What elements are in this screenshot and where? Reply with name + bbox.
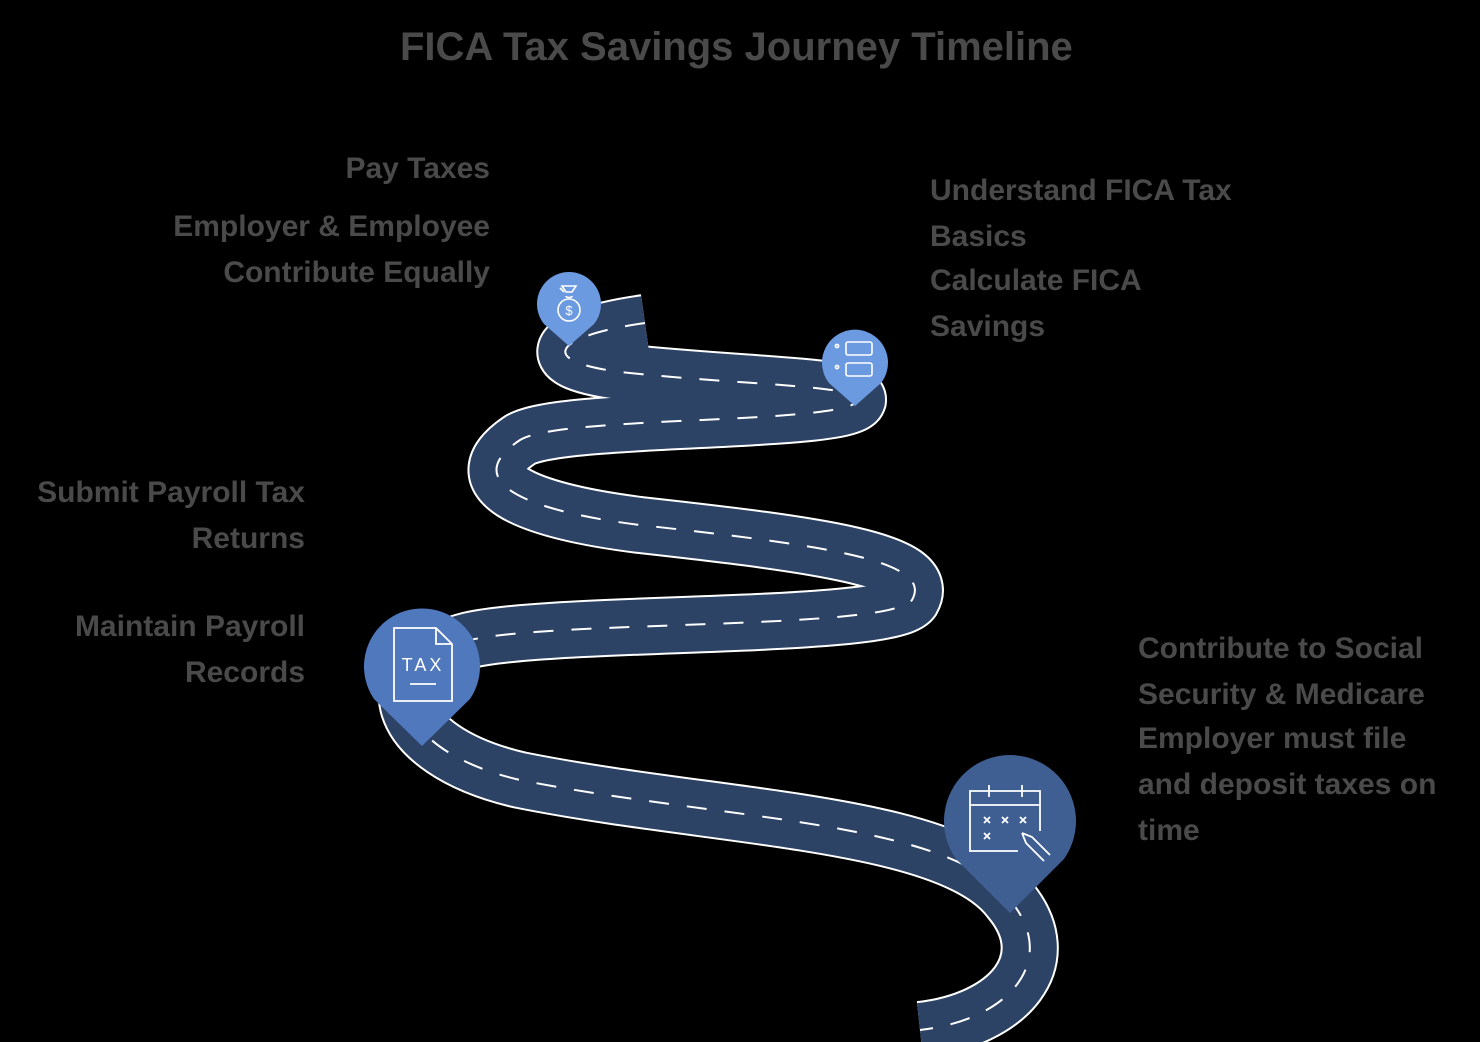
milestone-2-heading-line1: Understand FICA Tax xyxy=(930,174,1232,207)
milestone-5-description-line2: and deposit taxes on xyxy=(1138,768,1437,801)
milestone-5-description: Employer must file and deposit taxes on … xyxy=(1138,716,1458,854)
milestone-5-description-line3: time xyxy=(1138,814,1200,847)
money-symbol: $ xyxy=(565,303,573,318)
road-asphalt xyxy=(379,296,1057,1042)
tax-document-icon xyxy=(393,627,453,702)
milestone-1-description: Employer & Employee Contribute Equally xyxy=(160,204,490,296)
milestone-3-heading-line1: Submit Payroll Tax xyxy=(37,476,305,509)
milestone-5-heading-line1: Contribute to Social xyxy=(1138,632,1423,665)
milestone-5-heading: Contribute to Social Security & Medicare xyxy=(1138,626,1458,718)
milestone-4-heading-line2: Records xyxy=(184,656,305,689)
milestone-2-heading-line2: Basics xyxy=(930,220,1027,253)
server-stack-icon xyxy=(834,341,873,377)
milestone-2-description: Calculate FICA Savings xyxy=(930,258,1230,350)
money-bag-icon xyxy=(557,285,581,322)
milestone-1-description-line2: Contribute Equally xyxy=(223,256,490,289)
pin-server-stack[interactable] xyxy=(820,328,890,408)
milestone-1-description-line1: Employer & Employee xyxy=(173,210,490,243)
milestone-3-heading: Submit Payroll Tax Returns xyxy=(20,470,305,562)
pin-calendar[interactable] xyxy=(940,745,1080,915)
tax-label: TAX xyxy=(402,655,445,675)
pin-money-bag[interactable]: $ xyxy=(534,272,604,348)
milestone-2-description-line1: Calculate FICA xyxy=(930,264,1142,297)
milestone-5-heading-line2: Security & Medicare xyxy=(1138,678,1425,711)
milestone-5-description-line1: Employer must file xyxy=(1138,722,1407,755)
milestone-2-heading: Understand FICA Tax Basics xyxy=(930,168,1290,260)
milestone-4-heading: Maintain Payroll Records xyxy=(60,604,305,696)
milestone-3-heading-line2: Returns xyxy=(191,522,305,555)
pin-tax-document[interactable]: TAX xyxy=(360,603,484,748)
milestone-1-heading: Pay Taxes xyxy=(345,152,490,185)
calendar-schedule-icon xyxy=(969,785,1051,862)
milestone-4-heading-line1: Maintain Payroll xyxy=(74,610,305,643)
milestone-2-description-line2: Savings xyxy=(930,310,1046,343)
page-title: FICA Tax Savings Journey Timeline xyxy=(400,25,1073,69)
